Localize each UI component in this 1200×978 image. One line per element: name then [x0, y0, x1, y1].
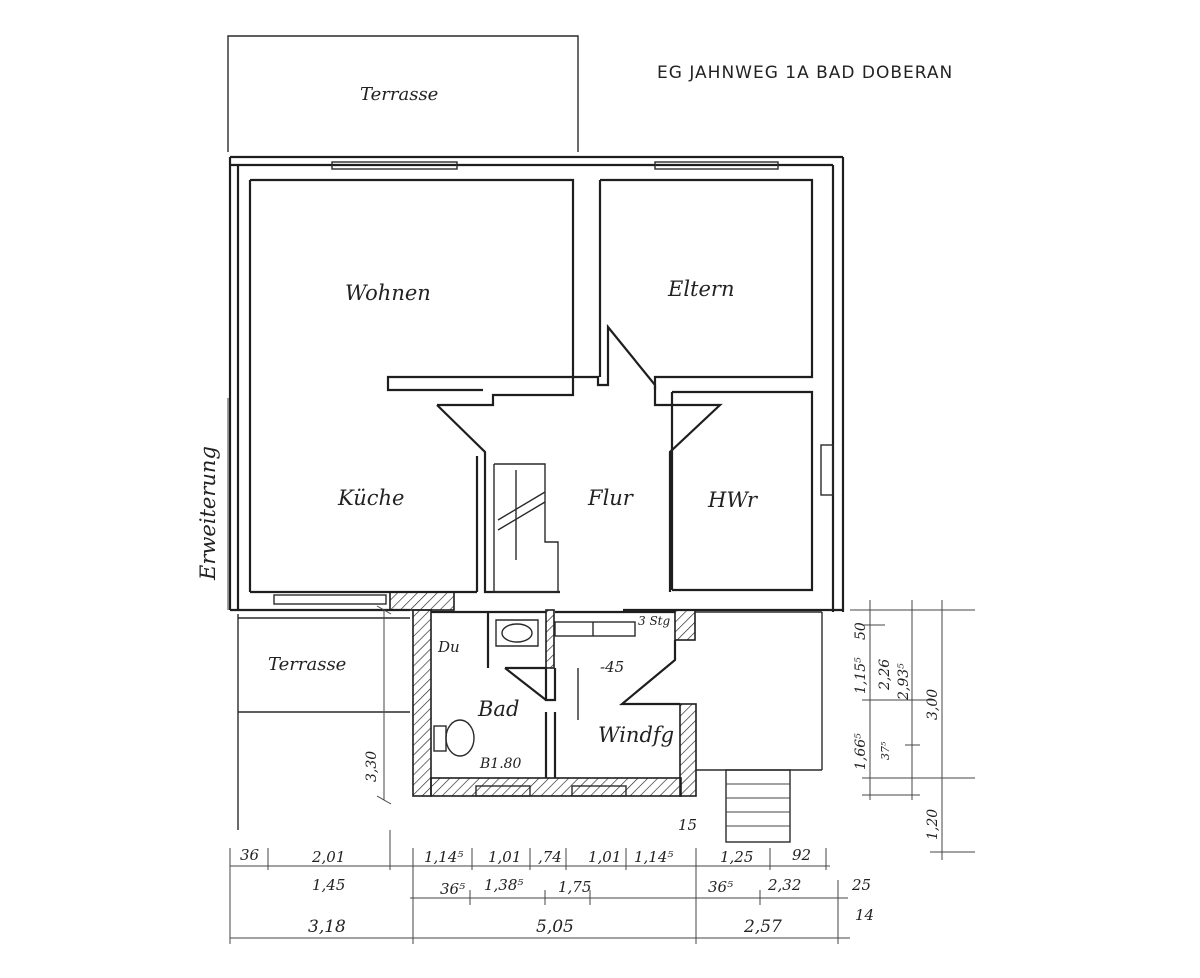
- dim-r2-6: 25: [851, 876, 871, 894]
- dim-r2-2: 1,38⁵: [484, 876, 523, 894]
- dim-r1-5: 1,01: [588, 848, 621, 866]
- dim-r1-7: 1,25: [720, 848, 753, 866]
- label-bad-size: B1.80: [479, 756, 522, 772]
- outer-walls: [228, 155, 845, 612]
- plan-title: EG JAHNWEG 1A BAD DOBERAN: [657, 63, 953, 83]
- dim-r3-3: 14: [855, 906, 874, 924]
- dim-r1-0: 36: [240, 846, 260, 864]
- terrace-side: Terrasse: [237, 614, 410, 830]
- label-terrasse-side: Terrasse: [268, 654, 346, 675]
- dim-r2-1: 36⁵: [440, 880, 465, 898]
- entry-porch: [695, 611, 823, 843]
- dim-r3-0: 3,18: [308, 917, 346, 937]
- dim-right-a: 50: [853, 622, 869, 640]
- dim-fifteen: 15: [678, 816, 697, 834]
- dim-r1-3: 1,01: [488, 848, 521, 866]
- room-flur: Flur: [436, 323, 723, 594]
- room-bad-windfang: Du Bad B1.80 Windfg -45 3 Stg: [431, 610, 680, 797]
- dim-right-d: 2,93⁵: [896, 663, 912, 701]
- dim-r2-5: 2,32: [767, 876, 801, 894]
- dim-right-g: 37⁵: [879, 741, 892, 760]
- label-du: Du: [437, 638, 460, 656]
- room-hwr: HWr: [670, 390, 814, 592]
- dim-right: 50 1,15⁵ 2,26 2,93⁵ 3,00 1,66⁵ 37⁵ 1,20: [850, 600, 975, 860]
- dim-r1-8: 92: [792, 846, 811, 864]
- dim-bottom: 36 2,01 1,14⁵ 1,01 ,74 1,01 1,14⁵ 1,25 9…: [229, 816, 874, 944]
- label-hwr: HWr: [707, 488, 759, 512]
- label-eltern: Eltern: [667, 277, 734, 301]
- dim-r1-6: 1,14⁵: [634, 848, 673, 866]
- dim-r1-4: ,74: [538, 848, 562, 866]
- room-eltern: Eltern: [598, 178, 814, 390]
- label-terrasse-top: Terrasse: [360, 84, 438, 105]
- label-offset: -45: [600, 658, 624, 676]
- dim-right-c: 2,26: [877, 659, 893, 691]
- dim-r2-0: 1,45: [312, 876, 345, 894]
- dim-r2-4: 36⁵: [708, 878, 733, 896]
- label-erweiterung: Erweiterung: [196, 446, 220, 581]
- label-flur: Flur: [587, 486, 635, 510]
- dim-r1-2: 1,14⁵: [424, 848, 463, 866]
- dim-r1-1: 2,01: [311, 848, 345, 866]
- dim-right-e: 3,00: [925, 689, 941, 720]
- terrace-top: Terrasse: [227, 35, 579, 152]
- label-wohnen: Wohnen: [345, 281, 431, 305]
- room-wohnen-kueche: Wohnen Küche: [248, 178, 575, 605]
- dim-left: 3,30: [364, 605, 392, 805]
- dim-right-h: 1,20: [925, 809, 941, 840]
- dim-left-a: 3,30: [364, 751, 380, 782]
- label-bad: Bad: [477, 697, 519, 721]
- dim-r2-3: 1,75: [558, 878, 591, 896]
- label-steps: 3 Stg: [638, 614, 670, 628]
- label-kueche: Küche: [337, 486, 404, 510]
- hatched-walls: [389, 591, 697, 797]
- dim-right-f: 1,66⁵: [853, 733, 869, 770]
- dim-r3-1: 5,05: [536, 917, 574, 937]
- dim-right-b: 1,15⁵: [853, 657, 869, 694]
- label-windfang: Windfg: [598, 723, 674, 747]
- dim-r3-2: 2,57: [743, 917, 782, 937]
